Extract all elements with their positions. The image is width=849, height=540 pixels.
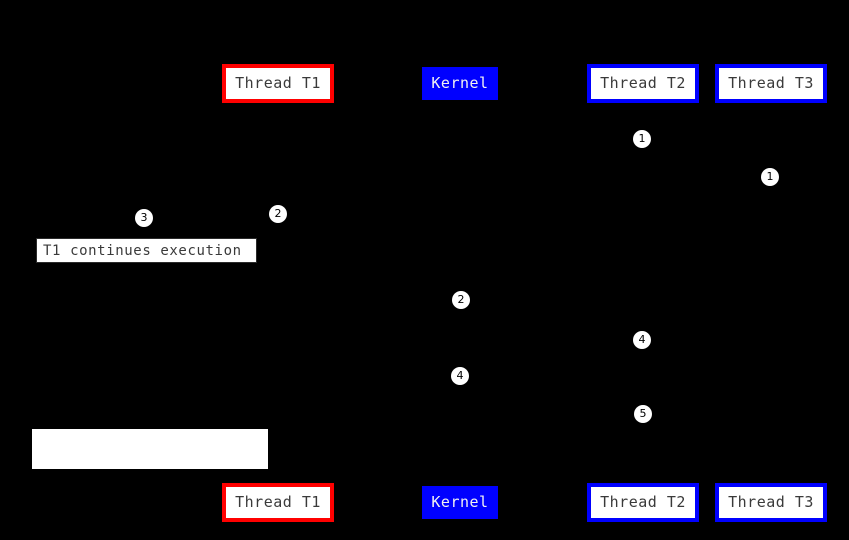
participant-kernel-top[interactable]: Kernel (422, 67, 498, 100)
participant-thread-t2-top[interactable]: Thread T2 (587, 64, 699, 103)
step-marker-1-thread-t3: 1 (761, 168, 779, 186)
step-marker-3-thread-t1: 3 (135, 209, 153, 227)
step-marker-4-thread-t2: 4 (633, 331, 651, 349)
participant-thread-t2-bottom[interactable]: Thread T2 (587, 483, 699, 522)
lifeline-thread-t3 (771, 103, 772, 483)
lifeline-thread-t1 (278, 103, 279, 483)
step-marker-2-thread-t1: 2 (269, 205, 287, 223)
participant-thread-t3-top[interactable]: Thread T3 (715, 64, 827, 103)
step-marker-1-thread-t2: 1 (633, 130, 651, 148)
step-marker-2-kernel: 2 (452, 291, 470, 309)
participant-thread-t1-top[interactable]: Thread T1 (222, 64, 334, 103)
participant-kernel-bottom[interactable]: Kernel (422, 486, 498, 519)
lifeline-thread-t2 (643, 103, 644, 483)
participant-thread-t3-bottom[interactable]: Thread T3 (715, 483, 827, 522)
note-blank (32, 429, 268, 469)
step-marker-5-thread-t2: 5 (634, 405, 652, 423)
step-marker-4-kernel: 4 (451, 367, 469, 385)
participant-thread-t1-bottom[interactable]: Thread T1 (222, 483, 334, 522)
note-t1-continues-execution: T1 continues execution (36, 238, 257, 263)
